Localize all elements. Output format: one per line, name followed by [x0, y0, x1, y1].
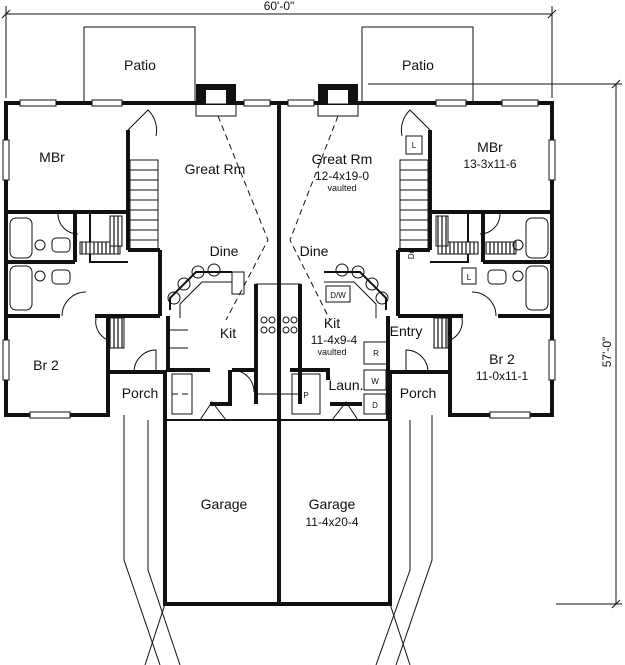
- left-interior-walls: [6, 109, 162, 373]
- left-kitchen: [166, 263, 279, 421]
- vault-lines: [217, 115, 339, 321]
- width-label: 60'-0": [264, 0, 295, 13]
- great-rm-right-size: 12-4x19-0: [315, 169, 369, 183]
- great-rm-right-note: vaulted: [327, 183, 356, 193]
- width-dimension: 60'-0": [1, 0, 557, 98]
- mbr-right-size: 13-3x11-6: [463, 157, 516, 171]
- laun-right-label: Laun.: [328, 377, 363, 393]
- fireplace-left: [195, 84, 237, 117]
- great-rm-right-label: Great Rm: [312, 151, 373, 167]
- porch-left-label: Porch: [122, 385, 159, 401]
- entry-right-label: Entry: [390, 323, 423, 339]
- garage-right-label: Garage: [309, 496, 356, 512]
- driveway-lines: [123, 415, 433, 665]
- kit-left-label: Kit: [220, 325, 236, 341]
- kit-right-note: vaulted: [317, 347, 346, 357]
- br2-left-label: Br 2: [33, 357, 59, 373]
- washer-label: W: [371, 377, 379, 386]
- stair-down-label: Dn: [407, 249, 416, 259]
- fireplace-right: [317, 84, 359, 117]
- dine-left-label: Dine: [210, 243, 239, 259]
- great-rm-left-label: Great Rm: [185, 161, 246, 177]
- right-kitchen: [279, 263, 390, 421]
- right-interior-walls: [396, 109, 552, 373]
- patio-left: Patio: [83, 26, 196, 104]
- depth-label: 57'-0": [600, 337, 614, 368]
- stair-treads-right: [400, 169, 428, 241]
- depth-dimension: 57'-0": [368, 79, 622, 609]
- mbr-left-label: MBr: [39, 149, 65, 165]
- windows: [2, 99, 556, 419]
- garage-right-size: 11-4x20-4: [305, 515, 358, 529]
- patio-right: Patio: [361, 26, 474, 104]
- garage-left-label: Garage: [201, 496, 248, 512]
- refrigerator-label: R: [373, 349, 379, 358]
- br2-right-size: 11-0x11-1: [476, 369, 529, 383]
- patio-right-label: Patio: [402, 57, 434, 73]
- patio-left-label: Patio: [124, 57, 156, 73]
- dishwasher-label: D/W: [330, 291, 346, 300]
- stair-treads-left: [130, 169, 158, 241]
- exterior-walls: [4, 101, 554, 606]
- linen-label-1: L: [412, 141, 417, 150]
- linen-label-2: L: [467, 273, 472, 282]
- mbr-right-label: MBr: [477, 139, 503, 155]
- br2-right-label: Br 2: [489, 351, 515, 367]
- pantry-label: P: [303, 391, 308, 400]
- dryer-label: D: [372, 401, 378, 410]
- kit-right-size: 11-4x9-4: [311, 333, 358, 347]
- dine-right-label: Dine: [300, 243, 329, 259]
- kit-right-label: Kit: [324, 315, 340, 331]
- porch-right-label: Porch: [400, 385, 437, 401]
